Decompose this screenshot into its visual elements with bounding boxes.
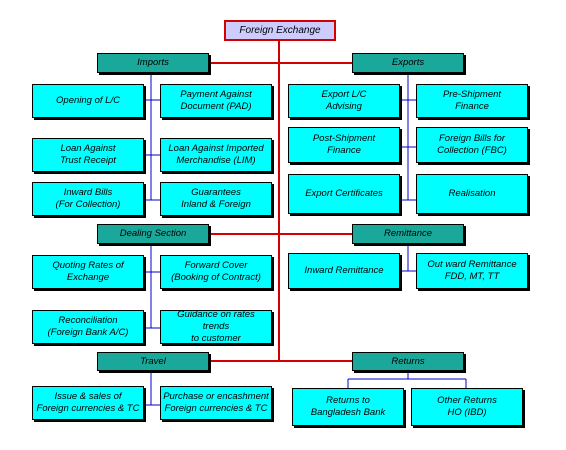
payment-against-document-box: Payment Against Document (PAD) — [160, 84, 272, 118]
export-certificates-box: Export Certificates — [288, 174, 400, 214]
realisation-box: Realisation — [416, 174, 528, 214]
remittance-header: Remittance — [352, 224, 464, 244]
loan-against-trust-receipt-box: Loan Against Trust Receipt — [32, 138, 144, 172]
dealing-section-header: Dealing Section — [97, 224, 209, 244]
inward-remittance-box: Inward Remittance — [288, 253, 400, 289]
guarantees-box: Guarantees Inland & Foreign — [160, 182, 272, 216]
guidance-on-rates-box: Guidance on rates trends to customer — [160, 309, 272, 344]
imports-header: Imports — [97, 53, 209, 73]
returns-header: Returns — [352, 352, 464, 371]
root-node: Foreign Exchange — [224, 20, 336, 41]
other-returns-box: Other Returns HO (IBD) — [411, 388, 523, 426]
purchase-encashment-box: Purchase or encashment Foreign currencie… — [160, 386, 272, 420]
returns-to-bangladesh-bank-box: Returns to Bangladesh Bank — [292, 388, 404, 426]
exports-header: Exports — [352, 53, 464, 73]
quoting-rates-box: Quoting Rates of Exchange — [32, 255, 144, 289]
foreign-bills-for-collection-box: Foreign Bills for Collection (FBC) — [416, 127, 528, 163]
post-shipment-finance-box: Post-Shipment Finance — [288, 127, 400, 163]
forward-cover-box: Forward Cover (Booking of Contract) — [160, 255, 272, 289]
travel-header: Travel — [97, 352, 209, 371]
inward-bills-box: Inward Bills (For Collection) — [32, 182, 144, 216]
outward-remittance-box: Out ward Remittance FDD, MT, TT — [416, 253, 528, 289]
opening-of-lc-box: Opening of L/C — [32, 84, 144, 118]
reconciliation-box: Reconciliation (Foreign Bank A/C) — [32, 310, 144, 344]
loan-against-imported-merchandise-box: Loan Against Imported Merchandise (LIM) — [160, 138, 272, 172]
export-lc-advising-box: Export L/C Advising — [288, 84, 400, 118]
pre-shipment-finance-box: Pre-Shipment Finance — [416, 84, 528, 118]
issue-sales-foreign-currencies-box: Issue & sales of Foreign currencies & TC — [32, 386, 144, 420]
